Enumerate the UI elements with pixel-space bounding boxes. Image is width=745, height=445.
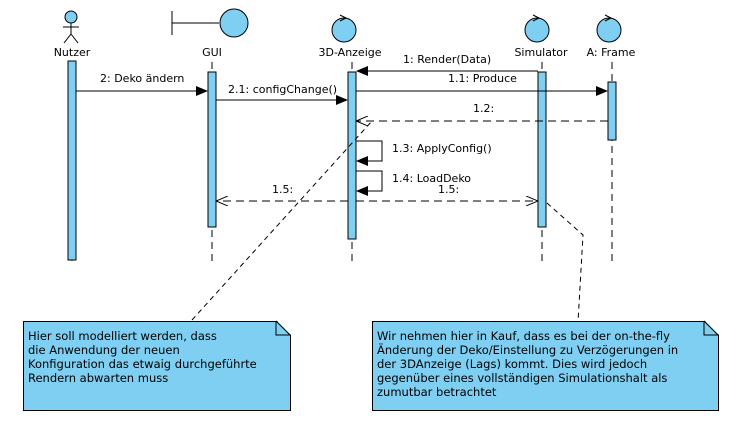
participant-label: Simulator <box>514 46 568 59</box>
boundary-icon <box>171 8 249 38</box>
note-left: Hier soll modelliert werden, dass die An… <box>23 321 291 411</box>
message-label: 1.3: ApplyConfig() <box>392 142 492 155</box>
message-label: 1.1: Produce <box>448 72 517 85</box>
participant-label: A: Frame <box>587 46 636 59</box>
message-label: 1.2: <box>473 102 494 115</box>
activations <box>67 60 617 261</box>
message-label: 1.5: <box>438 183 459 196</box>
message-arrow <box>356 170 383 196</box>
actor-icon <box>63 10 79 44</box>
note-right: Wir nehmen hier in Kauf, dass es bei der… <box>372 321 719 411</box>
message-arrow <box>356 140 383 166</box>
message-label: 1.4: LoadDeko <box>392 172 471 185</box>
note-connectors <box>191 120 584 323</box>
message-label: 1: Render(Data) <box>403 53 491 66</box>
activation-anzeige <box>347 71 357 240</box>
note-connector-left <box>191 120 373 321</box>
control-icon <box>596 14 622 43</box>
control-icon <box>524 14 550 43</box>
activation-simulator <box>537 71 547 228</box>
message-label: 2.1: configChange() <box>228 83 337 96</box>
message-label: 2: Deko ändern <box>100 72 184 85</box>
messages <box>76 66 608 201</box>
activation-nutzer <box>67 60 77 261</box>
message-label: 1.5: <box>272 183 293 196</box>
participant-label: 3D-Anzeige <box>318 46 381 59</box>
participant-label: Nutzer <box>54 46 91 59</box>
note-connector-right <box>546 202 584 323</box>
activation-frame <box>607 81 617 141</box>
control-icon <box>331 14 357 43</box>
lifelines <box>71 62 613 262</box>
participant-label: GUI <box>202 46 222 59</box>
activation-gui <box>207 71 217 228</box>
